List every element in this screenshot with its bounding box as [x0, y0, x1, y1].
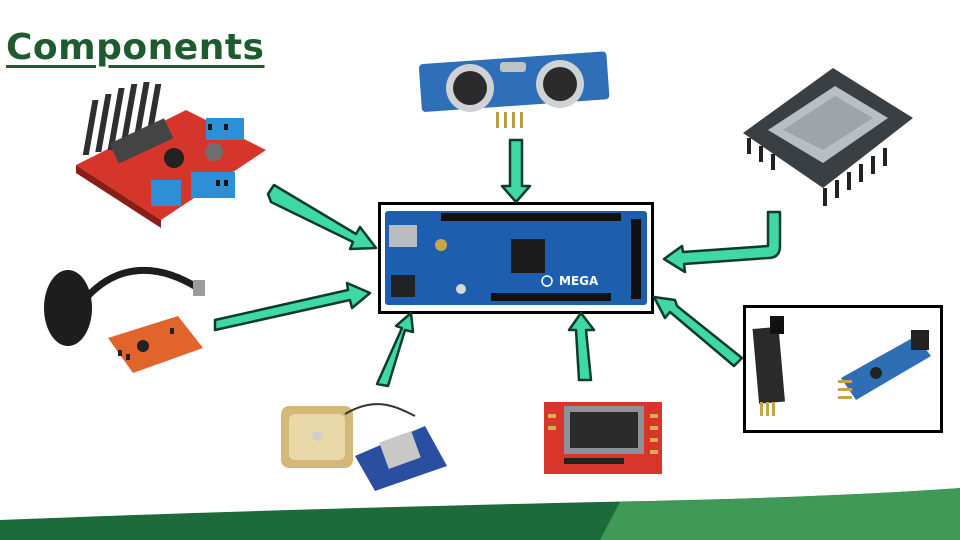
mega-label: MEGA — [559, 274, 599, 288]
voice-module-image — [38, 258, 213, 388]
arrow-ultrasonic-to-mega — [502, 140, 530, 202]
sim-module-icon — [520, 384, 682, 496]
arrow-sim-to-mega — [569, 313, 594, 380]
arrow-motor-driver-to-mega — [268, 185, 376, 249]
motor-driver-image — [66, 80, 276, 230]
arrow-mp3-to-mega — [664, 212, 780, 272]
gps-antenna-icon — [275, 396, 453, 494]
ir-sensor-icon — [746, 308, 940, 430]
sd-card-module-icon — [723, 38, 928, 213]
sim-module-image — [520, 384, 682, 496]
mp3-player-image — [723, 38, 928, 213]
arrow-speed-sensor-to-mega — [654, 297, 742, 366]
arrow-gps-to-mega — [377, 313, 413, 386]
slide-title: Components — [6, 30, 264, 66]
arduino-mega-image: MEGA — [381, 205, 651, 311]
ultrasonic-icon — [410, 40, 615, 140]
ultrasonic-sensor-image — [410, 40, 615, 140]
microphone-icon — [38, 258, 213, 388]
arduino-mega-icon: MEGA — [381, 205, 651, 311]
motor-driver-icon — [66, 80, 276, 230]
footer-dark-band — [0, 488, 960, 540]
gps-module-image — [275, 396, 453, 494]
speed-sensor-image — [746, 308, 940, 430]
arrow-voice-to-mega — [215, 283, 370, 330]
